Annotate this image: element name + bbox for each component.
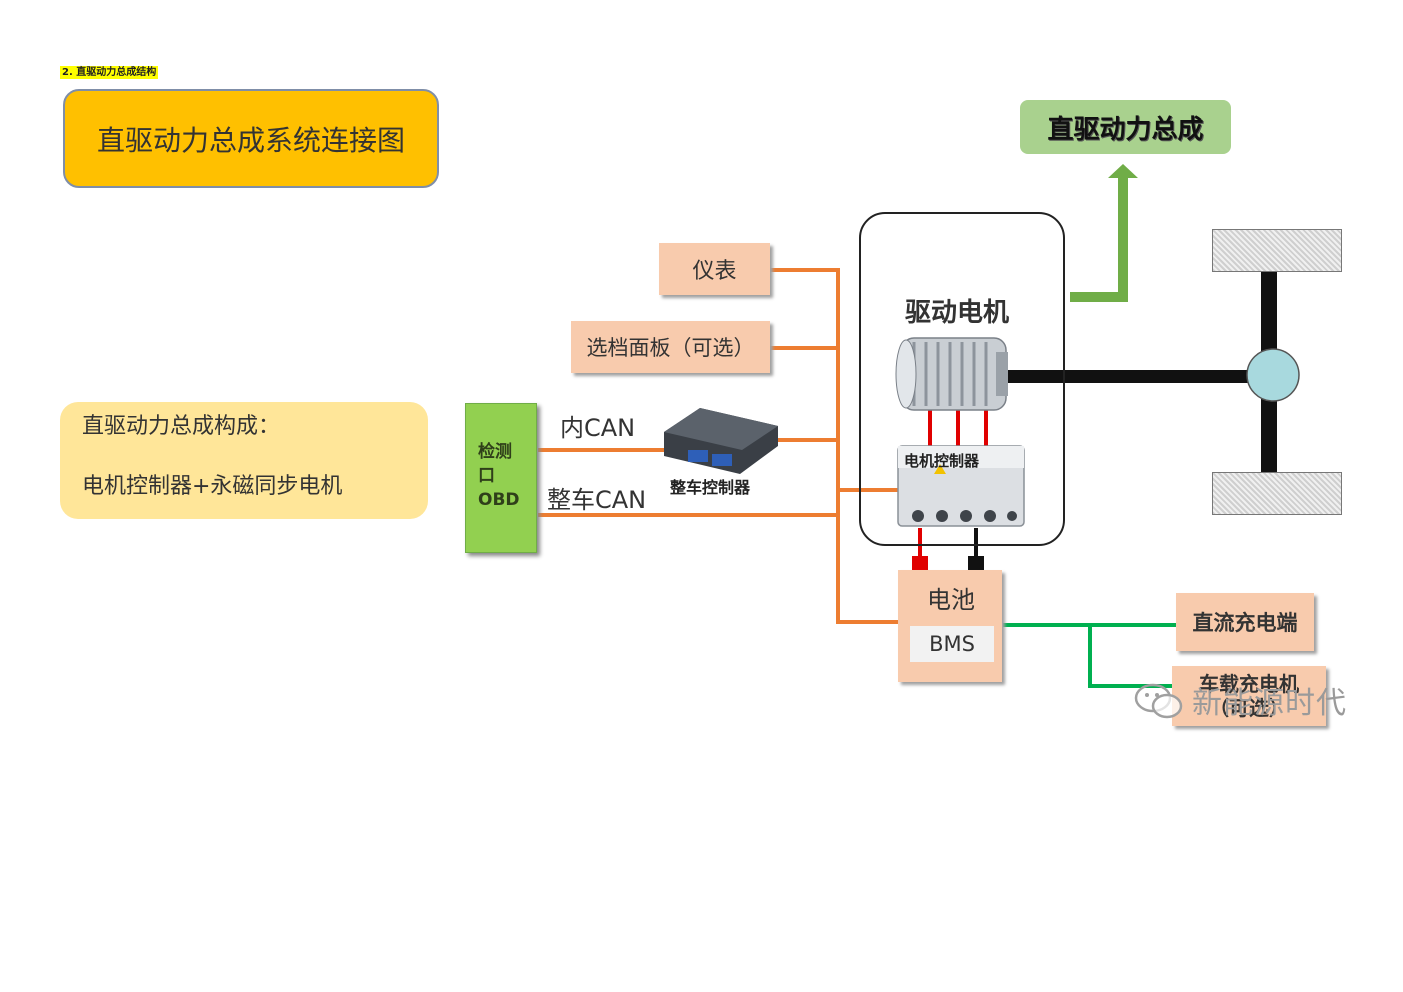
- section-heading: 2. 直驱动力总成结构: [60, 66, 159, 79]
- wheel-bottom: [1212, 472, 1342, 515]
- vcu-label: 整车控制器: [670, 478, 751, 497]
- diagram-title: 直驱动力总成系统连接图: [63, 89, 439, 188]
- line-obc: [1088, 625, 1176, 688]
- onboard-charger-label-1: 车载充电机: [1199, 672, 1299, 696]
- dc-charge-node: 直流充电端: [1176, 593, 1314, 651]
- dc-charge-label: 直流充电端: [1192, 611, 1298, 635]
- vcu-illustration: [664, 408, 778, 474]
- obd-line-1: 检测: [478, 442, 512, 462]
- gear-panel-node: 选档面板（可选）: [571, 321, 770, 373]
- powertrain-frame: [859, 212, 1065, 546]
- motor-illustration: [895, 337, 1008, 411]
- onboard-charger-node: 车载充电机 （可选）: [1172, 666, 1326, 726]
- composition-line-1: 直驱动力总成构成：: [82, 414, 281, 439]
- output-label: 直驱动力总成: [1020, 100, 1231, 154]
- watermark-text: 新能源时代: [1192, 686, 1347, 721]
- mcu-label: 电机控制器: [904, 452, 980, 470]
- inner-can-label: 内CAN: [560, 414, 636, 442]
- gear-panel-label: 选档面板（可选）: [586, 336, 755, 360]
- output-arrow: [1070, 164, 1138, 302]
- instrument-node: 仪表: [659, 243, 770, 295]
- obd-line-3: OBD: [478, 490, 520, 510]
- composition-line-2: 电机控制器+永磁同步电机: [82, 474, 343, 499]
- bms-label: BMS: [929, 632, 975, 656]
- wechat-icon: [1134, 683, 1183, 719]
- mcu-illustration: [897, 445, 1025, 527]
- battery-label: 电池: [927, 586, 975, 614]
- wheel-top: [1212, 229, 1342, 272]
- obd-port: 检测 口 OBD: [465, 403, 537, 553]
- onboard-charger-label-2: （可选）: [1209, 696, 1289, 720]
- drive-shaft: [1000, 370, 1250, 383]
- vehicle-can-label: 整车CAN: [547, 486, 647, 514]
- bms-box: BMS: [910, 626, 994, 662]
- motor-label: 驱动电机: [905, 298, 1010, 328]
- differential: [1246, 348, 1300, 402]
- instrument-label: 仪表: [692, 259, 737, 284]
- diagram-title-text: 直驱动力总成系统连接图: [96, 123, 405, 157]
- composition-box: 直驱动力总成构成： 电机控制器+永磁同步电机: [60, 402, 428, 519]
- line-instrument: [770, 268, 898, 624]
- obd-line-2: 口: [478, 466, 495, 486]
